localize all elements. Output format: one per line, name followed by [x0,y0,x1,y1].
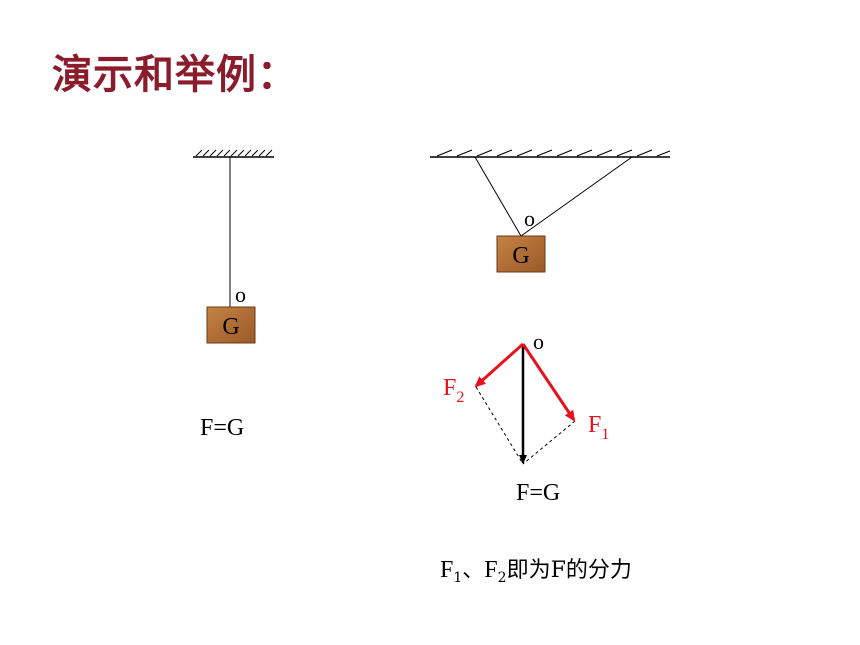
left-block-label: G [222,314,239,340]
f1-label-sub: 1 [601,426,609,443]
f1-label-main: F [588,412,601,438]
caption: F1、F2即为F的分力 [440,557,632,586]
left-equation: F=G [200,415,244,441]
right-block [496,235,546,273]
right-block-label: G [512,243,529,269]
right-string-right [520,156,633,237]
caption-sub2: 2 [498,570,507,586]
force-equation: F=G [516,480,560,506]
caption-sep: 、 [462,558,484,583]
right-point-label: o [524,206,535,231]
f2-label-main: F [443,375,456,401]
page-title: 演示和举例： [52,52,298,98]
caption-rest: 即为F的分力 [507,558,632,583]
f1-label: F1 [588,412,609,443]
left-point-label: o [235,282,246,307]
force-point-label: o [533,329,544,354]
f2-label: F2 [443,375,464,406]
right-string-left [474,156,522,237]
f1-arrow [521,343,576,422]
dashed-line-f1 [522,420,576,465]
caption-f1: F [440,557,453,583]
left-ceiling [193,149,274,158]
f2-label-sub: 2 [456,389,464,406]
caption-sub1: 1 [453,570,462,586]
dashed-line-f2 [475,386,524,465]
right-ceiling [430,149,671,158]
caption-f2: F [484,557,497,583]
f2-arrow [474,342,524,388]
left-block [206,306,256,344]
